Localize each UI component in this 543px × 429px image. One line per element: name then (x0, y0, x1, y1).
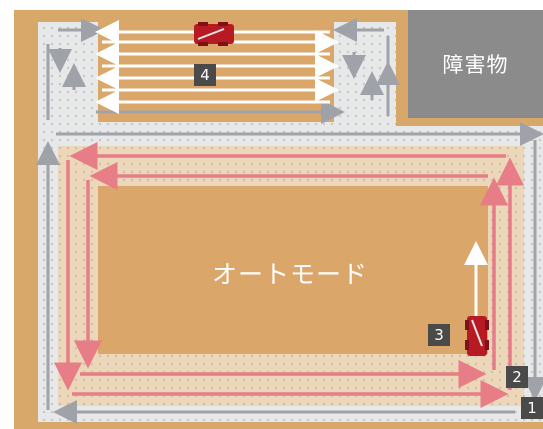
step-badge-2: 2 (506, 366, 528, 388)
step-badge-3: 3 (428, 324, 450, 346)
step-badge-4: 4 (194, 64, 216, 86)
mower-icon (194, 22, 234, 46)
obstacle (408, 10, 543, 118)
spiral-path (54, 142, 524, 408)
mower-icon (465, 316, 489, 356)
auto-mode-label: オートモード (211, 260, 368, 289)
perimeter-path (36, 18, 543, 424)
obstacle-label: 障害物 (442, 53, 509, 77)
step-badge-1: 1 (521, 397, 543, 419)
